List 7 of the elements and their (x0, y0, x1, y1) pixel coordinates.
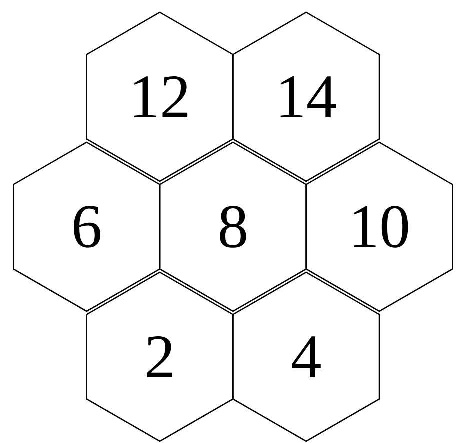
hexagon-cell: 2 (86, 272, 234, 442)
hexagon-cell: 8 (159, 142, 307, 312)
hexagon-cell: 10 (306, 142, 454, 312)
hexagon-cell: 12 (86, 12, 234, 182)
hexagon-cell: 4 (232, 272, 380, 442)
hexagon-cell: 14 (232, 12, 380, 182)
hexagon-cell: 6 (13, 142, 161, 312)
